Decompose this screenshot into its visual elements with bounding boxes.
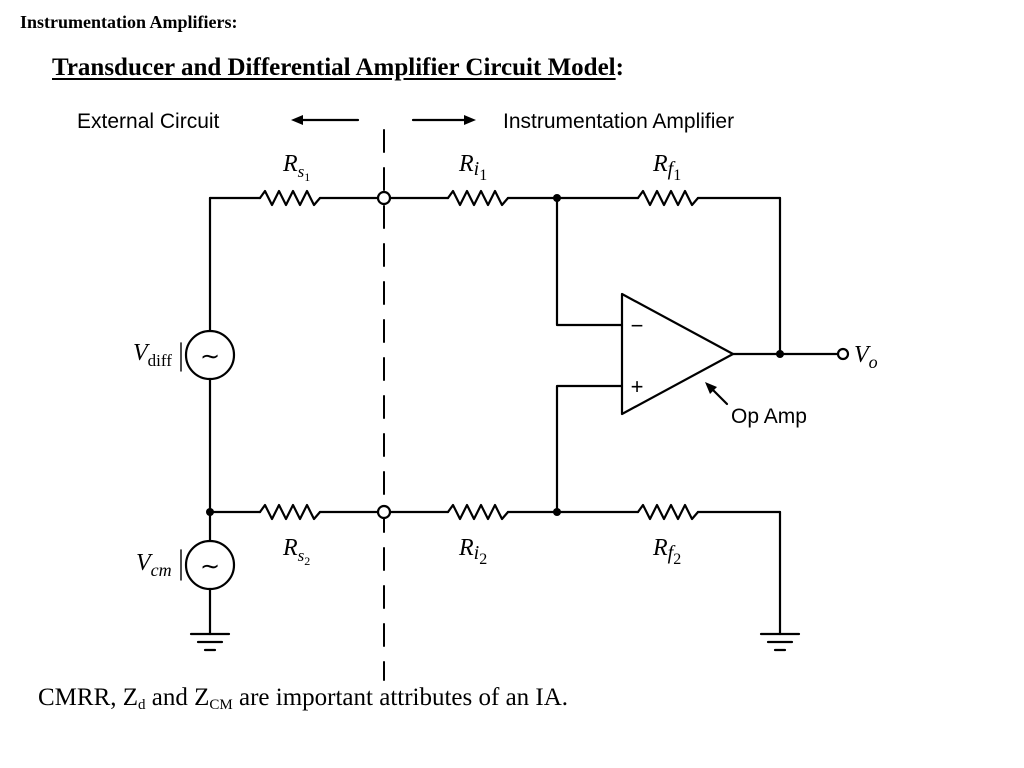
op-amp-pointer-arrowhead: [705, 382, 717, 394]
terminal-top: [376, 190, 392, 206]
instrumentation-amplifier-label: Instrumentation Amplifier: [503, 110, 735, 133]
vo-label: Vo: [854, 342, 878, 372]
non-inverting-input-wire: [555, 384, 624, 514]
vdiff-source-symbol: ∼: [200, 342, 220, 370]
op-amp-minus-sign: −: [631, 313, 644, 338]
resistor-rs2: [258, 503, 322, 521]
slide-title-colon: :: [615, 54, 624, 81]
output-junction-dot: [776, 350, 784, 358]
cmrr-note: CMRR, Zd and ZCM are important attribute…: [38, 684, 569, 713]
op-amp-label: Op Amp: [731, 405, 807, 428]
external-circuit-label: External Circuit: [77, 110, 220, 133]
junction-dot-top: [553, 194, 561, 202]
junction-dot-bottom-left: [206, 508, 214, 516]
rs2-label: Rs2: [282, 535, 310, 568]
slide-title-text: Transducer and Differential Amplifier Ci…: [52, 54, 616, 81]
junction-dot-bottom-mid: [553, 508, 561, 516]
bottom-wire: [208, 503, 782, 636]
slide-title: Transducer and Differential Amplifier Ci…: [52, 54, 624, 82]
resistor-rf2: [636, 503, 700, 521]
left-arrow: [291, 115, 360, 125]
resistor-rf1: [636, 189, 700, 207]
vcm-label: Vcm: [136, 550, 172, 580]
vdiff-label: Vdiff: [133, 340, 172, 370]
terminal-bottom: [376, 504, 392, 520]
resistor-ri1: [446, 189, 510, 207]
rs1-label: Rs1: [282, 151, 310, 184]
output-terminal: [836, 347, 850, 361]
ri2-label: Ri2: [458, 535, 487, 568]
ground-right-icon: [759, 632, 801, 652]
top-wire: [208, 189, 782, 356]
ground-left-icon: [189, 632, 231, 652]
op-amp-pointer-arrow: [710, 387, 729, 406]
resistor-rs1: [258, 189, 322, 207]
op-amp-triangle: [620, 292, 735, 416]
right-arrow: [411, 115, 476, 125]
vcm-source-symbol: ∼: [200, 552, 220, 580]
inverting-input-wire: [555, 196, 624, 327]
section-heading: Instrumentation Amplifiers:: [20, 12, 238, 32]
resistor-ri2: [446, 503, 510, 521]
ri1-label: Ri1: [458, 151, 487, 184]
op-amp-plus-sign: +: [631, 374, 644, 399]
rf2-label: Rf2: [652, 535, 681, 568]
rf1-label: Rf1: [652, 151, 681, 184]
